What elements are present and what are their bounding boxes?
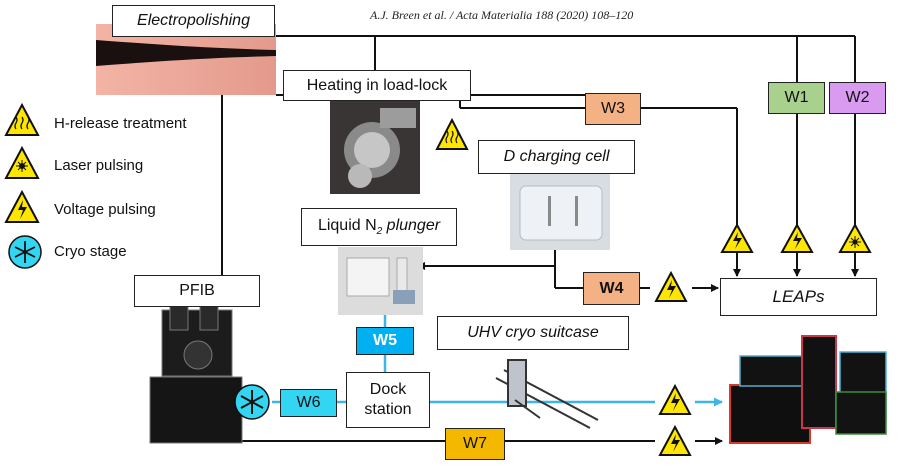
leap-instrument (729, 335, 887, 444)
plunger-photo (338, 247, 423, 315)
voltage-icon-w3 (720, 222, 754, 253)
legend-label-cryo: Cryo stage (54, 243, 127, 260)
w6-box: W6 (280, 389, 337, 417)
uhv-label: UHV cryo suitcase (467, 324, 599, 341)
w6-label: W6 (296, 394, 321, 411)
liquid-n2-sub: 2 (376, 226, 383, 238)
liquid-n2-label: Liquid N2 plunger (318, 217, 440, 237)
w7-label: W7 (463, 435, 487, 452)
legend-label-voltage: Voltage pulsing (54, 201, 156, 218)
voltage-icon-w6 (658, 383, 692, 415)
pfib-instrument (149, 295, 243, 444)
pfib-label: PFIB (179, 282, 215, 299)
citation: A.J. Breen et al. / Acta Materialia 188 … (370, 8, 634, 22)
uhv-box: UHV cryo suitcase (437, 316, 629, 350)
w5-box: W5 (356, 327, 414, 355)
voltage-icon-w4 (654, 270, 688, 302)
loadlock-photo (330, 101, 420, 194)
w2-label: W2 (845, 89, 870, 106)
liquid-n2-box: Liquid N2 plunger (301, 208, 457, 246)
w1-label: W1 (784, 89, 809, 106)
heat-icon-loadlock (435, 117, 469, 150)
dock-label-line2: station (364, 401, 412, 418)
w4-box: W4 (583, 272, 640, 305)
suitcase-illustration (495, 359, 599, 429)
voltage-icon-w7 (658, 424, 692, 456)
dock-station-box: Dock station (346, 372, 430, 428)
voltage-icon-w1 (780, 222, 814, 253)
snowflake-icon (8, 235, 42, 269)
w2-box: W2 (829, 82, 886, 114)
charging-cell-photo (510, 174, 610, 250)
voltage-icon (4, 189, 40, 223)
snowflake-icon-pfib (234, 384, 270, 420)
heat-icon (4, 102, 40, 136)
w3-label: W3 (601, 100, 625, 117)
laser-icon-w2 (838, 222, 872, 253)
w3-box: W3 (585, 93, 641, 125)
electropolishing-label: Electropolishing (137, 12, 250, 29)
leaps-label: LEAPs (772, 287, 825, 306)
w7-box: W7 (445, 428, 505, 460)
laser-icon (4, 145, 40, 179)
d-charging-label: D charging cell (503, 148, 610, 165)
legend-label-h-release: H-release treatment (54, 115, 187, 132)
liquid-n2-prefix: Liquid N (317, 216, 377, 234)
w1-box: W1 (768, 82, 825, 114)
dock-label-line1: Dock (369, 381, 407, 398)
leaps-box: LEAPs (720, 278, 877, 316)
connector-lines (221, 35, 859, 445)
d-charging-box: D charging cell (478, 140, 635, 174)
heating-label: Heating in load-lock (306, 76, 448, 94)
heating-box: Heating in load-lock (283, 70, 471, 101)
legend-label-laser: Laser pulsing (54, 157, 144, 174)
electropolishing-box: Electropolishing (112, 5, 275, 37)
w4-label: W4 (599, 279, 624, 297)
w5-label: W5 (373, 332, 397, 349)
pfib-box: PFIB (134, 275, 260, 307)
liquid-n2-suffix: plunger (382, 216, 441, 234)
